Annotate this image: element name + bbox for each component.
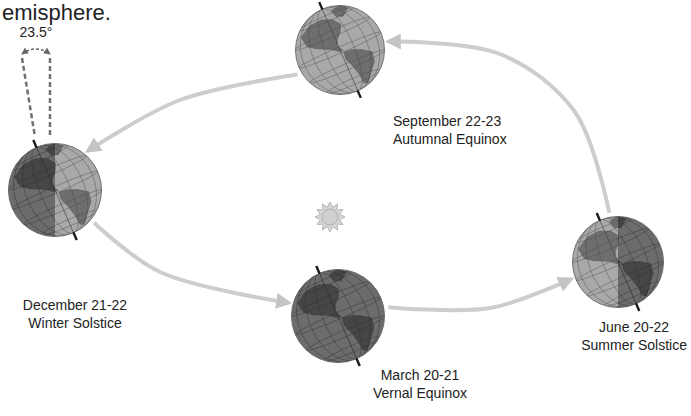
date-label: September 22-23Autumnal Equinox	[393, 112, 507, 148]
globe-surface	[0, 128, 117, 252]
date-label: December 21-22Winter Solstice	[23, 296, 127, 332]
earth-axis	[319, 2, 361, 98]
angle-arc	[22, 49, 50, 54]
ocean	[0, 128, 117, 252]
axis-south	[73, 232, 76, 240]
season-name: Winter Solstice	[23, 314, 127, 332]
night-side	[618, 216, 664, 308]
meridian-line	[282, 257, 394, 375]
axis-north	[597, 213, 600, 221]
date-label: March 20-21Vernal Equinox	[373, 366, 467, 402]
vertical-reference-line	[49, 58, 52, 138]
season-name: Vernal Equinox	[373, 384, 467, 402]
sun-disc	[322, 209, 338, 225]
orbit-arrow	[388, 41, 609, 212]
night-side	[8, 143, 55, 237]
globe-drawing	[291, 269, 385, 363]
heading-fragment: emisphere.	[2, 0, 111, 25]
globe-outline	[295, 5, 384, 94]
earth-axis	[33, 140, 76, 240]
axis-south	[356, 358, 359, 366]
orbit-arrow	[94, 223, 289, 303]
ocean	[281, 0, 399, 109]
date-text: March 20-21	[373, 366, 467, 384]
date-label: June 20-22Summer Solstice	[581, 318, 687, 354]
globe-surface	[557, 201, 678, 322]
season-name: Summer Solstice	[581, 336, 687, 354]
earth-globe: September 22-23Autumnal Equinox	[295, 5, 385, 95]
tilt-reference-line	[22, 58, 35, 137]
tilted-globe	[0, 128, 117, 252]
globe-outline	[291, 269, 384, 362]
globe-outline	[572, 216, 663, 307]
axis-north	[316, 266, 319, 274]
earth-globe: June 20-22Summer Solstice	[572, 216, 664, 308]
sun-symbol	[315, 202, 345, 232]
date-text: June 20-22	[581, 318, 687, 336]
earth-axis	[316, 266, 359, 366]
sun-rays	[315, 202, 345, 232]
date-text: September 22-23	[393, 112, 507, 130]
meridian-line	[563, 204, 672, 320]
orbit-arrow	[388, 279, 571, 310]
tilted-globe	[557, 201, 678, 322]
date-text: December 21-22	[23, 296, 127, 314]
axis-north	[33, 140, 36, 148]
ocean	[276, 254, 400, 378]
globe-surface	[276, 254, 400, 378]
globe-drawing	[572, 216, 664, 308]
meridian-line	[0, 131, 111, 249]
earth-axis	[597, 213, 640, 311]
tilted-globe	[281, 0, 399, 109]
tilt-bracket	[22, 49, 50, 138]
angle-label: 23.5°	[20, 24, 53, 40]
axis-north	[319, 2, 322, 9]
season-name: Autumnal Equinox	[393, 130, 507, 148]
ocean	[557, 201, 678, 322]
axis-south	[358, 90, 361, 97]
earth-globe: March 20-21Vernal Equinox	[291, 269, 385, 363]
meridian-line	[296, 0, 383, 102]
globe-drawing	[295, 5, 385, 95]
earth-globe: December 21-22Winter Solstice	[8, 143, 102, 237]
night-side	[291, 269, 385, 363]
axis-south	[636, 303, 639, 311]
globe-surface	[281, 0, 399, 109]
meridian-line	[287, 0, 394, 107]
tilted-globe	[276, 254, 400, 378]
globe-drawing	[8, 143, 102, 237]
meridian-line	[309, 3, 371, 97]
globe-outline	[8, 143, 101, 236]
orbit-arrow	[88, 75, 298, 151]
